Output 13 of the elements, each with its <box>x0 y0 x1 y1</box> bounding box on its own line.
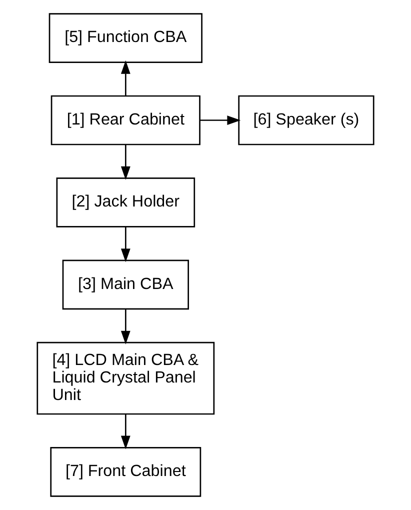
arrow <box>120 60 130 96</box>
node-box: [2] Jack Holder <box>56 178 196 228</box>
node-box: [4] LCD Main CBA & Liquid Crystal Panel Unit <box>36 342 215 415</box>
node-box: [6] Speaker (s) <box>238 95 374 146</box>
node-box: [1] Rear Cabinet <box>50 95 200 146</box>
node-box: [5] Function CBA <box>48 13 202 63</box>
node-box: [3] Main CBA <box>62 260 189 310</box>
arrow <box>200 116 241 125</box>
arrow <box>120 414 130 450</box>
arrow <box>120 308 130 344</box>
arrow <box>120 144 130 180</box>
arrow <box>120 226 130 262</box>
node-box: [7] Front Cabinet <box>50 447 202 497</box>
